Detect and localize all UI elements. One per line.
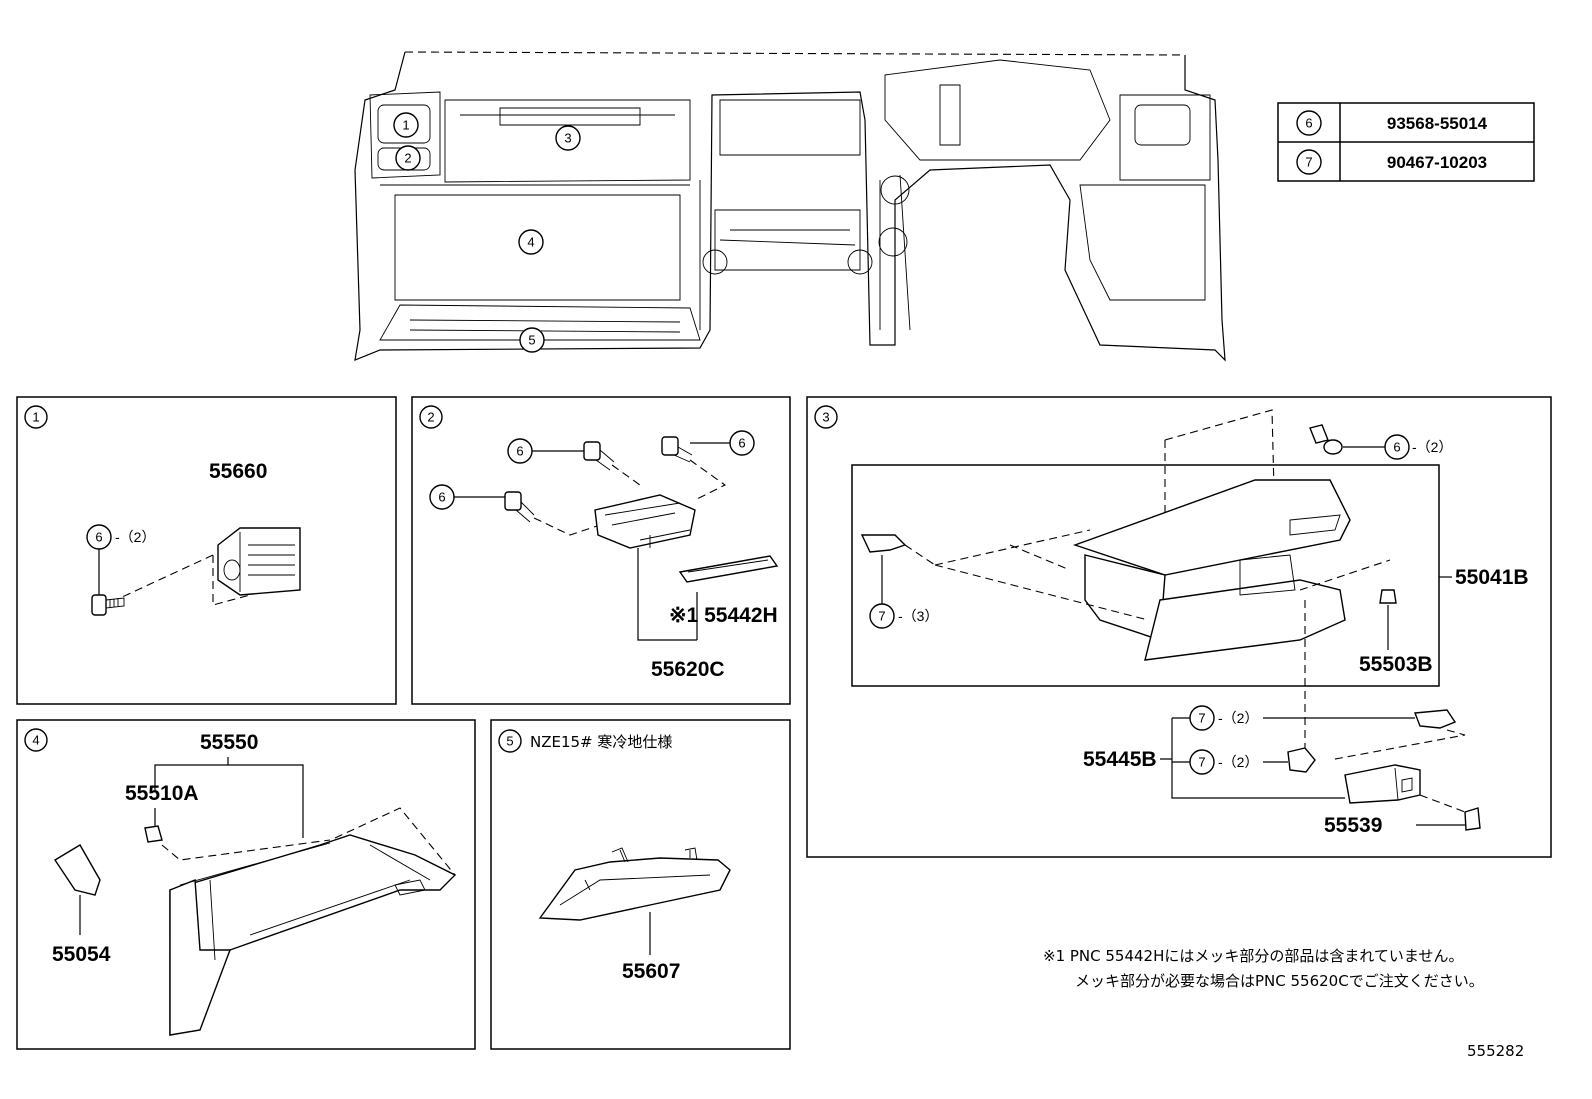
table-part-number: 93568-55014 bbox=[1387, 114, 1488, 133]
svg-text:6: 6 bbox=[738, 436, 745, 451]
svg-text:7: 7 bbox=[1198, 711, 1205, 726]
part-label-55503b: 55503B bbox=[1359, 653, 1433, 676]
table-part-number: 90467-10203 bbox=[1387, 153, 1487, 172]
part-label-55550: 55550 bbox=[200, 731, 258, 754]
svg-text:-（2）: -（2） bbox=[1218, 710, 1258, 726]
svg-text:1: 1 bbox=[32, 410, 39, 425]
svg-text:6: 6 bbox=[1393, 440, 1400, 455]
part-label-55442h: ※1 55442H bbox=[669, 604, 778, 627]
panel-3: 3 6 -（2） 7 -（3） 55503B 55041B 7 -（2） bbox=[806, 396, 1552, 858]
svg-text:3: 3 bbox=[822, 410, 829, 425]
svg-text:-（2）: -（2） bbox=[1412, 439, 1452, 455]
svg-text:-（2）: -（2） bbox=[115, 529, 155, 545]
part-label-55041b: 55041B bbox=[1455, 566, 1529, 589]
svg-text:7: 7 bbox=[878, 609, 885, 624]
svg-text:2: 2 bbox=[427, 410, 434, 425]
footnote: ※1 PNC 55442Hにはメッキ部分の部品は含まれていません。 メッキ部分が… bbox=[1043, 947, 1484, 990]
panel-4: 4 55550 55510A 55054 bbox=[16, 719, 476, 1050]
part-label-55620c: 55620C bbox=[651, 658, 725, 681]
svg-text:5: 5 bbox=[528, 333, 535, 348]
table-ref: 6 bbox=[1305, 116, 1312, 131]
svg-text:3: 3 bbox=[564, 131, 571, 146]
panel-1: 1 55660 6 -（2） bbox=[16, 396, 397, 705]
svg-text:6: 6 bbox=[95, 530, 102, 545]
svg-text:-（2）: -（2） bbox=[1218, 754, 1258, 770]
table-ref-circle bbox=[1296, 110, 1322, 136]
svg-text:-（3）: -（3） bbox=[898, 608, 938, 624]
panel-5-title: NZE15# 寒冷地仕様 bbox=[530, 733, 672, 751]
svg-text:5: 5 bbox=[506, 734, 513, 749]
svg-text:6: 6 bbox=[438, 490, 445, 505]
part-label-55660: 55660 bbox=[209, 460, 267, 483]
svg-text:2: 2 bbox=[404, 151, 411, 166]
part-label-55510a: 55510A bbox=[125, 782, 199, 805]
dashboard-overview bbox=[354, 51, 1226, 362]
part-label-55054: 55054 bbox=[52, 943, 111, 966]
svg-text:6: 6 bbox=[516, 444, 523, 459]
part-label-55607: 55607 bbox=[622, 960, 680, 983]
svg-text:4: 4 bbox=[32, 733, 39, 748]
panel-2: 2 6 6 6 ※1 55442H 55620C bbox=[411, 396, 791, 705]
footnote-line-2: メッキ部分が必要な場合はPNC 55620Cでご注文ください。 bbox=[1075, 972, 1484, 990]
part-label-55445b: 55445B bbox=[1083, 748, 1157, 771]
svg-text:1: 1 bbox=[402, 118, 409, 133]
panel-5: 5 NZE15# 寒冷地仕様 55607 bbox=[490, 719, 791, 1050]
svg-text:7: 7 bbox=[1198, 755, 1205, 770]
overview-callouts: 1 2 3 4 5 bbox=[393, 112, 581, 353]
footnote-line-1: ※1 PNC 55442Hにはメッキ部分の部品は含まれていません。 bbox=[1043, 947, 1464, 965]
table-ref-circle bbox=[1296, 149, 1322, 175]
part-number-table: 6 93568-55014 7 90467-10203 bbox=[1277, 102, 1535, 182]
table-ref: 7 bbox=[1305, 155, 1312, 170]
svg-text:4: 4 bbox=[527, 235, 534, 250]
part-label-55539: 55539 bbox=[1324, 814, 1382, 837]
diagram-id: 555282 bbox=[1467, 1042, 1524, 1060]
